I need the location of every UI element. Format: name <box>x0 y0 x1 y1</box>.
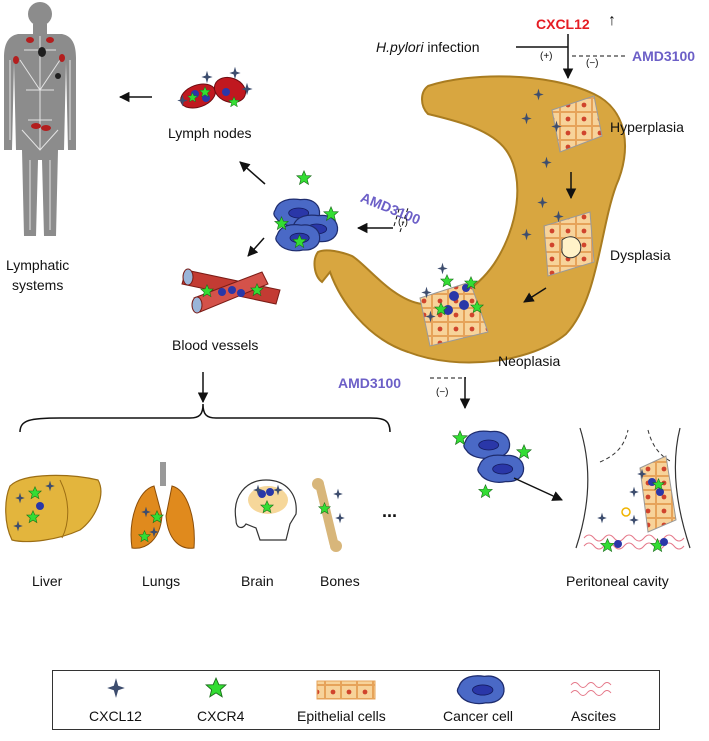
legend-ascites-label: Ascites <box>571 708 617 724</box>
blood-vessels-illustration <box>181 268 281 314</box>
peritoneal-cavity-illustration <box>575 427 691 552</box>
bones-label: Bones <box>320 573 360 589</box>
lymph-nodes-label: Lymph nodes <box>168 125 252 141</box>
brain-label: Brain <box>241 573 274 589</box>
blood-vessels-label: Blood vessels <box>172 337 259 353</box>
legend-cancer-cell-label: Cancer cell <box>443 708 514 724</box>
minus-sign-bottom-label: (−) <box>436 387 449 398</box>
minus-sign-mid-label: (-) <box>398 217 408 228</box>
lymph-nodes-illustration <box>177 66 253 109</box>
human-body-lymphatic-figure <box>4 2 76 236</box>
legend-cxcr4-icon <box>205 677 227 698</box>
lungs-label: Lungs <box>142 573 181 589</box>
peritoneal-migrating-cells <box>452 430 532 498</box>
stomach-illustration <box>313 75 627 364</box>
hpylori-infection-label: H.pylori infection <box>376 40 480 54</box>
amd3100-bottom-label: AMD3100 <box>338 375 402 391</box>
cxcl12-upregulated-label: CXCL12 <box>536 16 590 32</box>
dysplasia-label: Dysplasia <box>610 247 671 263</box>
amd3100-top-label: AMD3100 <box>632 48 696 64</box>
liver-label: Liver <box>32 573 63 589</box>
legend-cxcl12-label: CXCL12 <box>89 708 142 724</box>
legend-box: CXCL12 CXCR4 Epithelial cells Cancer cel… <box>52 670 660 730</box>
legend-epithelial-label: Epithelial cells <box>297 708 386 724</box>
lymphatic-label-line1: Lymphatic <box>6 257 70 273</box>
legend-epithelial-icon <box>316 680 376 700</box>
peritoneal-cavity-label: Peritoneal cavity <box>566 573 669 589</box>
liver-illustration <box>5 474 102 543</box>
more-organs-ellipsis: ... <box>382 501 398 521</box>
lungs-illustration <box>130 462 195 549</box>
migrating-cancer-cells <box>273 170 339 252</box>
legend-cxcl12-icon <box>107 678 125 698</box>
hyperplasia-label: Hyperplasia <box>610 119 684 135</box>
legend-symbols <box>107 675 612 705</box>
minus-sign-top-label: (−) <box>586 58 599 69</box>
flow-arrows <box>19 34 577 501</box>
legend-cancer-cell-icon <box>456 675 505 705</box>
bones-illustration <box>312 478 345 552</box>
infection-word: infection <box>423 39 480 55</box>
hpylori-name: H.pylori <box>376 39 424 55</box>
lymphatic-label-line2: systems <box>12 277 64 293</box>
inhibition-dashes <box>393 55 628 379</box>
legend-ascites-icon <box>570 682 612 696</box>
plus-sign-label: (+) <box>540 51 553 62</box>
legend-cxcr4-label: CXCR4 <box>197 708 245 724</box>
up-arrow-icon: ↑ <box>608 12 616 29</box>
brain-illustration <box>234 479 297 541</box>
neoplasia-label: Neoplasia <box>498 353 561 369</box>
